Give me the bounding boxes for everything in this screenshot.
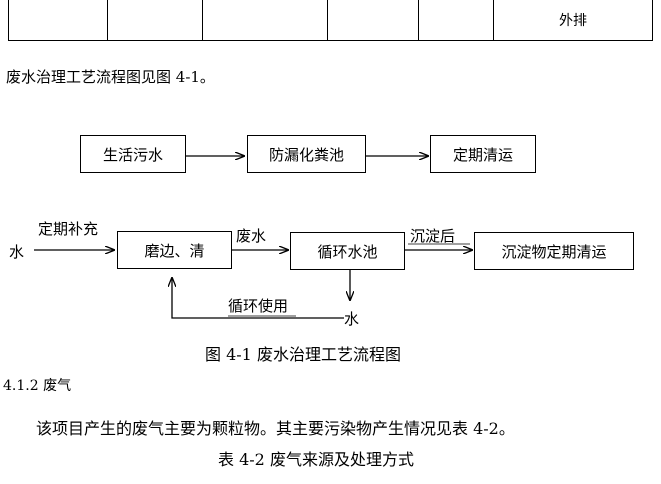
edge-settled-label: 沉淀后 <box>410 227 456 245</box>
arrow-loop <box>172 278 344 319</box>
node-regular-removal: 定期清运 <box>430 135 536 173</box>
node-circulation-pool: 循环水池 <box>290 232 405 270</box>
input-supplement-label: 定期补充 <box>38 220 99 238</box>
loop-reuse-label: 循环使用 <box>228 297 289 315</box>
node-grinding-cleaning: 磨边、清 <box>117 231 232 269</box>
body-paragraph: 该项目产生的废气主要为颗粒物。其主要污染物产生情况见表 4-2。 <box>36 419 515 438</box>
node-domestic-sewage: 生活污水 <box>80 135 186 173</box>
figure-caption: 图 4-1 废水治理工艺流程图 <box>205 345 401 364</box>
table-cell <box>107 0 203 41</box>
output-water-label: 水 <box>344 310 360 328</box>
input-water-label: 水 <box>9 243 25 261</box>
node-sediment-removal: 沉淀物定期清运 <box>474 232 634 270</box>
table-cell-outflow: 外排 <box>493 0 653 41</box>
top-table: 外排 <box>8 0 653 41</box>
table-cell <box>418 0 494 41</box>
table-cell <box>202 0 328 41</box>
table-caption: 表 4-2 废气来源及处理方式 <box>218 450 414 469</box>
table-cell <box>8 0 108 41</box>
intro-line: 废水治理工艺流程图见图 4-1。 <box>6 68 215 86</box>
edge-wastewater-label: 废水 <box>236 227 267 245</box>
section-heading: 4.1.2 废气 <box>3 378 72 394</box>
node-septic-tank: 防漏化粪池 <box>247 135 366 173</box>
